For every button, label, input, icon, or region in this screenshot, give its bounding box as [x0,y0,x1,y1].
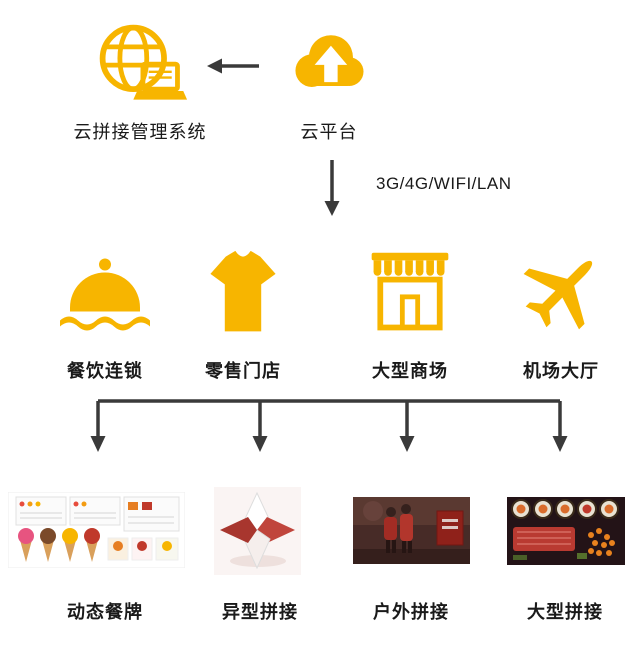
dynamic-menu-photo [7,491,186,573]
app-large-label: 大型拼接 [527,602,603,622]
venue-mall-label: 大型商场 [372,361,448,381]
globe-laptop-icon [93,20,189,116]
venue-mall: 大型商场 [335,243,485,383]
venue-retail-label: 零售门店 [205,361,281,381]
network-label: 3G/4G/WIFI/LAN [376,174,512,193]
app-special-shape-label: 异型拼接 [222,602,298,622]
venue-airport-label: 机场大厅 [523,361,599,381]
venue-retail: 零售门店 [168,243,318,383]
cloud-platform-label: 云平台 [300,122,358,142]
venue-restaurant-label: 餐饮连锁 [67,361,143,381]
storefront-icon [335,243,485,339]
down-arrow-icon [322,160,342,218]
tshirt-icon [168,243,318,339]
left-arrow-icon [205,56,261,76]
cloud-upload-icon [283,24,375,102]
branch-connector [88,398,572,456]
special-shape-photo [214,487,301,580]
cloche-icon [30,243,180,339]
management-system-label: 云拼接管理系统 [73,122,207,142]
app-outdoor-label: 户外拼接 [373,602,449,622]
large-splicing-photo [507,497,625,570]
app-dynamic-menu-label: 动态餐牌 [67,602,143,622]
venue-restaurant: 餐饮连锁 [30,243,180,383]
airplane-icon [486,243,636,339]
outdoor-splicing-photo [353,497,470,569]
venue-airport: 机场大厅 [486,243,636,383]
